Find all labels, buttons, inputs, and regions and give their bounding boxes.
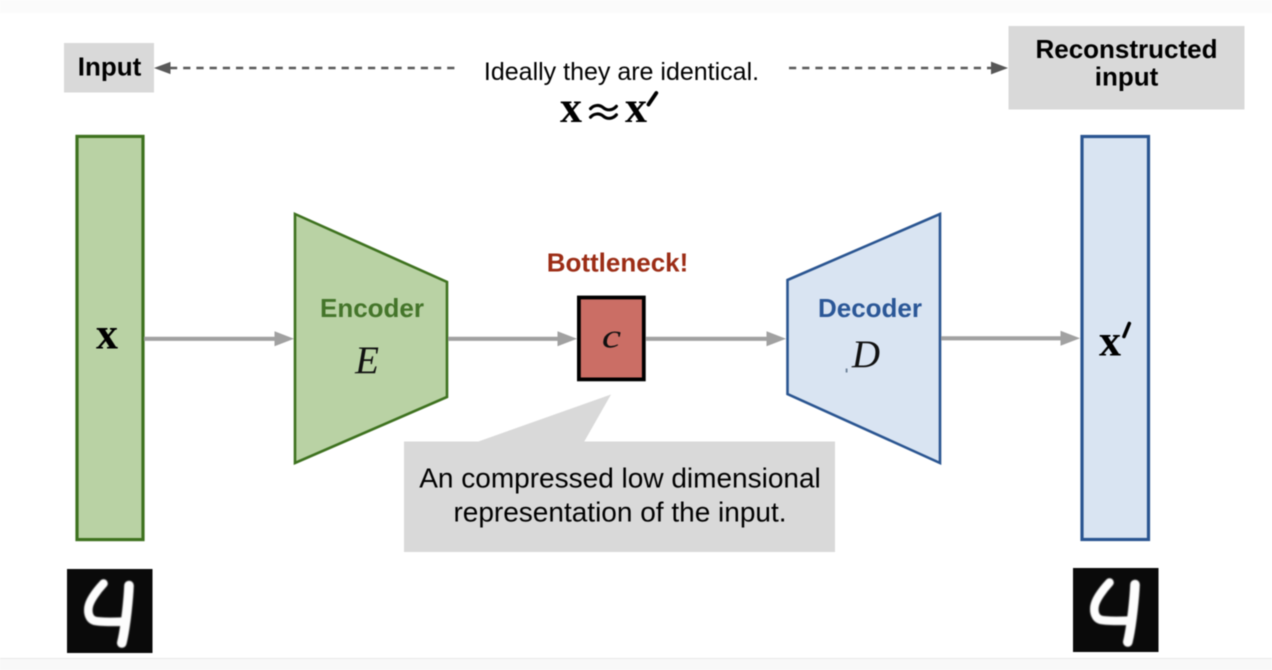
svg-text:x: x [625,83,647,132]
svg-text:Decoder: Decoder [818,293,922,323]
svg-text:E: E [354,339,379,382]
svg-text:Bottleneck!: Bottleneck! [547,248,689,278]
svg-text:D: D [851,333,880,376]
svg-text:Reconstructed: Reconstructed [1035,34,1217,64]
svg-text:x: x [96,310,118,359]
svg-text:Encoder: Encoder [320,293,424,323]
svg-text:input: input [1095,62,1159,92]
svg-text:x: x [560,83,582,132]
svg-text:representation of the input.: representation of the input. [453,497,786,528]
svg-text:Ideally they are identical.: Ideally they are identical. [484,58,759,86]
svg-text:x: x [1099,317,1121,366]
svg-text:Input: Input [78,52,142,82]
svg-text:c: c [602,318,621,356]
svg-text:An compressed low dimensional: An compressed low dimensional [419,463,821,494]
